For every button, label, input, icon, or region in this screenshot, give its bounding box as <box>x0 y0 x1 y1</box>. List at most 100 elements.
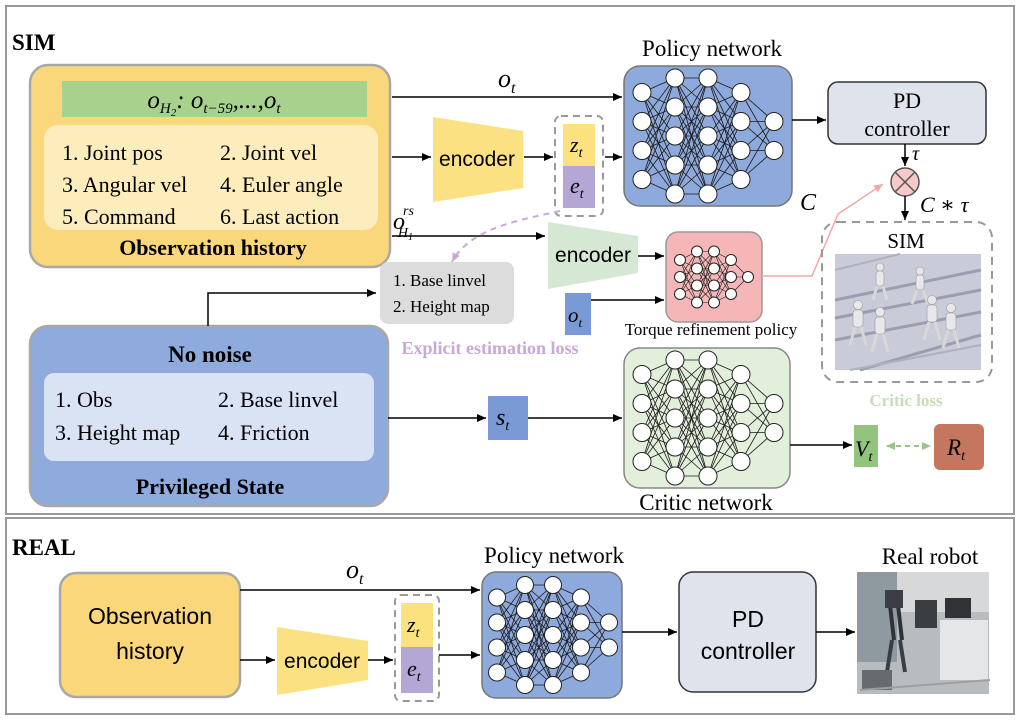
network-node <box>665 97 685 117</box>
sim-environment-frame <box>821 221 993 383</box>
network-node <box>544 651 562 669</box>
history-item-3: 3. Angular vel <box>62 172 187 197</box>
network-node <box>488 663 506 682</box>
real-history-label-2: history <box>116 638 184 664</box>
privileged-item-1: 1. Obs <box>55 387 112 412</box>
network-node <box>764 141 784 160</box>
sim-policy-title: Policy network <box>642 36 782 61</box>
network-node <box>674 288 686 300</box>
network-edge <box>552 622 582 686</box>
history-item-4: 4. Euler angle <box>220 172 343 197</box>
network-node <box>731 112 751 131</box>
sim-o-t-label: ot <box>498 64 516 97</box>
sim-environment-image <box>834 253 982 372</box>
network-node <box>572 638 590 657</box>
s-t-block <box>488 396 528 440</box>
real-z-t-block <box>401 603 433 647</box>
network-edge <box>674 359 709 448</box>
c-tau-label: C ∗ τ <box>920 192 970 217</box>
network-edge <box>641 77 676 151</box>
network-node <box>698 68 718 88</box>
network-node <box>572 613 590 632</box>
network-node <box>600 613 618 632</box>
network-edge <box>524 634 554 686</box>
v-t-label: Vt <box>855 436 873 465</box>
e-t-block <box>563 166 595 208</box>
real-e-t-block <box>401 647 433 693</box>
network-node <box>544 601 562 619</box>
network-node <box>572 588 590 607</box>
real-pd-label-2: controller <box>701 638 796 664</box>
history-formula-bar <box>62 81 367 117</box>
real-section-title: REAL <box>12 535 76 560</box>
real-pd-controller <box>678 571 817 693</box>
network-node <box>665 408 685 428</box>
network-node <box>674 271 686 283</box>
network-edge <box>580 622 610 673</box>
sim-pd-label-1: PD <box>893 88 921 113</box>
real-robot-photo <box>857 572 991 694</box>
network-edge <box>674 388 709 477</box>
network-node <box>764 423 784 442</box>
network-node <box>691 296 703 309</box>
s-t-label: st <box>496 405 510 434</box>
network-node <box>665 68 685 88</box>
network-node <box>665 466 685 486</box>
network-node <box>731 170 751 189</box>
network-node <box>488 588 506 607</box>
network-edge <box>740 403 775 462</box>
network-edge <box>707 92 742 195</box>
network-edge <box>552 597 582 661</box>
history-item-5: 5. Command <box>62 204 176 229</box>
network-edge <box>713 259 732 303</box>
real-latent-dashed-box <box>394 594 440 702</box>
history-formula: oH2: ot−59,...,ot <box>147 87 281 119</box>
network-node <box>665 126 685 146</box>
network-node <box>698 126 718 146</box>
torque-refinement-label: Torque refinement policy <box>625 320 798 339</box>
history-caption: Observation history <box>119 235 307 260</box>
sim-policy-network-graph <box>632 68 784 204</box>
c-label: C <box>800 190 817 216</box>
network-node <box>764 394 784 413</box>
network-edge <box>496 584 526 648</box>
network-node <box>674 254 686 266</box>
privileged-item-4: 4. Friction <box>218 420 310 445</box>
network-edge <box>641 359 676 462</box>
network-edge <box>524 584 554 686</box>
privileged-caption: Privileged State <box>136 474 285 499</box>
network-edge <box>707 403 742 477</box>
network-node <box>698 437 718 457</box>
v-t-block <box>854 425 878 467</box>
network-node <box>708 296 720 309</box>
network-node <box>731 141 751 160</box>
network-node <box>544 626 562 644</box>
e-t-label: et <box>570 173 585 202</box>
real-o-t-label: ot <box>346 555 364 588</box>
network-node <box>731 365 751 384</box>
network-node <box>632 394 652 413</box>
network-node <box>742 271 754 283</box>
z-t-block <box>563 124 595 166</box>
sim-pd-label-2: controller <box>864 116 950 141</box>
network-node <box>698 155 718 175</box>
network-edge <box>696 251 715 303</box>
sim-pd-controller <box>827 81 987 145</box>
network-edge <box>696 251 715 286</box>
network-edge <box>641 388 676 462</box>
network-node <box>725 271 737 283</box>
network-edge <box>674 77 709 137</box>
r-t-block <box>934 424 984 470</box>
network-node <box>708 262 720 275</box>
network-node <box>516 601 534 619</box>
real-policy-title: Policy network <box>484 543 624 568</box>
network-node <box>516 651 534 669</box>
o-t-small-label: ot <box>568 303 583 330</box>
tau-label: τ <box>912 143 920 165</box>
network-node <box>731 423 751 442</box>
network-node <box>632 423 652 442</box>
network-edge <box>707 92 742 166</box>
network-node <box>665 184 685 204</box>
